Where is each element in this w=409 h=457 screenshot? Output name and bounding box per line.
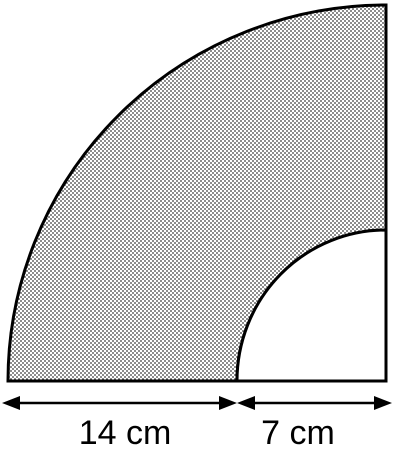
dimension-arrow-7cm xyxy=(237,396,392,410)
dimension-arrow-14cm xyxy=(2,396,237,410)
dimension-label-14cm: 14 cm xyxy=(79,414,172,452)
inner-quarter-circle xyxy=(235,228,388,383)
dimension-label-7cm: 7 cm xyxy=(261,414,335,452)
